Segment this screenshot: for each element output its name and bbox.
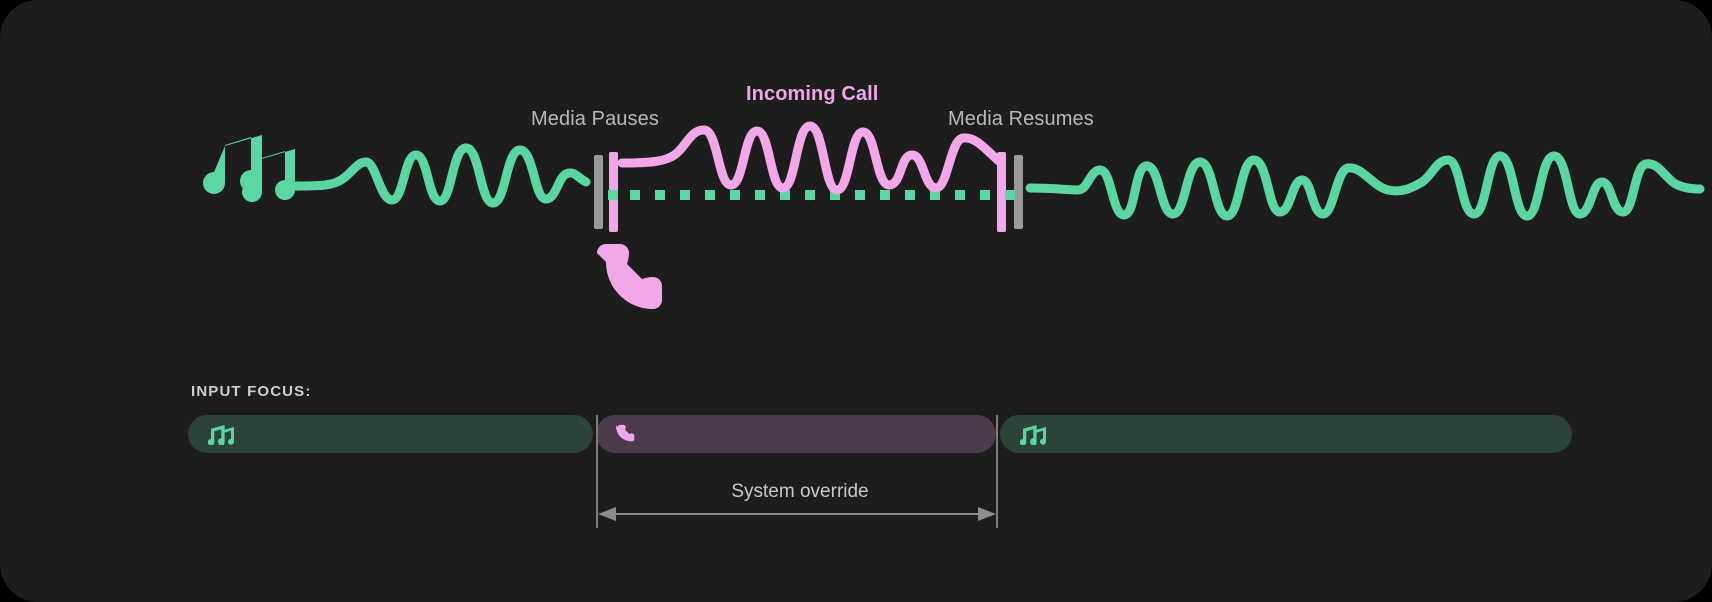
phone-handset-icon: [597, 244, 662, 309]
music-notes-icon: [203, 135, 295, 202]
input-focus-title: INPUT FOCUS:: [191, 383, 312, 400]
resume-marker-accent: [997, 152, 1006, 232]
focus-bar-media-after[interactable]: [1000, 415, 1572, 453]
label-media-pauses: Media Pauses: [531, 108, 659, 130]
pause-marker-grey: [594, 155, 603, 229]
waveform-media-before: [291, 143, 591, 208]
label-media-resumes: Media Resumes: [948, 108, 1094, 130]
focus-bar-call[interactable]: [596, 415, 996, 453]
resume-marker-grey: [1014, 155, 1023, 229]
muted-media-track: [608, 190, 1015, 200]
override-arrow-head-right: [978, 507, 996, 521]
focus-bar-media-before[interactable]: [188, 415, 593, 453]
waveform-incoming-call: [617, 121, 1005, 195]
phone-handset-icon: [616, 423, 638, 445]
music-notes-icon: [1020, 423, 1046, 445]
label-incoming-call: Incoming Call: [746, 83, 879, 105]
waveform-media-after: [1025, 151, 1705, 221]
override-arrow-head-left: [598, 507, 616, 521]
music-notes-icon: [208, 423, 234, 445]
